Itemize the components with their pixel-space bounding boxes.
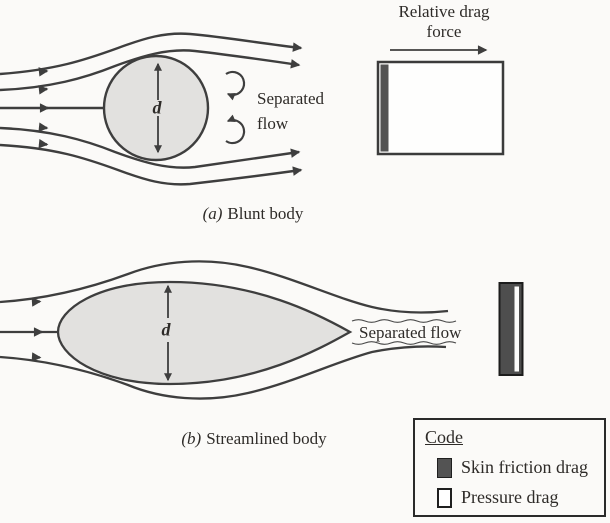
streamline (0, 345, 447, 400)
legend-item-pressure: Pressure drag (437, 487, 558, 508)
streamline (0, 126, 301, 169)
flow-arrow (38, 122, 49, 132)
legend-title: Code (425, 427, 463, 447)
diameter-label-a: d (152, 97, 162, 118)
panel-a-flow-diagram (0, 32, 505, 186)
drag-bar-skin-friction (498, 282, 524, 376)
blunt-body-circle (102, 54, 210, 162)
skin-friction-strip (380, 64, 389, 152)
streamlined-body-shape (56, 280, 353, 386)
streamline (0, 32, 303, 76)
flow-arrow (38, 67, 49, 77)
caption-index: (b) (181, 429, 202, 448)
vortex-arrow-bottom (225, 114, 246, 145)
wake-wavy-line (351, 341, 457, 345)
legend-box: Code Skin friction drag Pressure drag (413, 418, 606, 517)
legend-item-skin-friction: Skin friction drag (437, 457, 588, 478)
flow-arrow (38, 85, 49, 95)
pressure-drag-box (376, 60, 505, 156)
caption-index: (a) (202, 204, 223, 223)
streamline (0, 49, 301, 92)
vortex-arrow-top (225, 70, 246, 101)
separated-flow-label-a: Separated flow (257, 89, 325, 133)
flow-arrow (31, 352, 42, 362)
caption-blunt-body: (a)Blunt body (202, 204, 304, 223)
drag-bar-pressure-strip (514, 286, 519, 372)
streamline (0, 143, 303, 186)
wake-wavy-line (351, 319, 457, 323)
streamline (0, 260, 449, 314)
flow-arrow (38, 138, 49, 149)
panel-b-flow-diagram (0, 260, 524, 400)
separated-flow-label-b: Separated flow (359, 323, 462, 342)
caption-streamlined-body: (b)Streamlined body (181, 429, 327, 448)
relative-drag-force-label: Relative drag force (398, 2, 490, 42)
diameter-label-b: d (161, 319, 171, 340)
flow-arrow (31, 297, 42, 307)
pressure-drag-swatch-icon (437, 487, 452, 508)
skin-friction-swatch-icon (437, 457, 452, 478)
